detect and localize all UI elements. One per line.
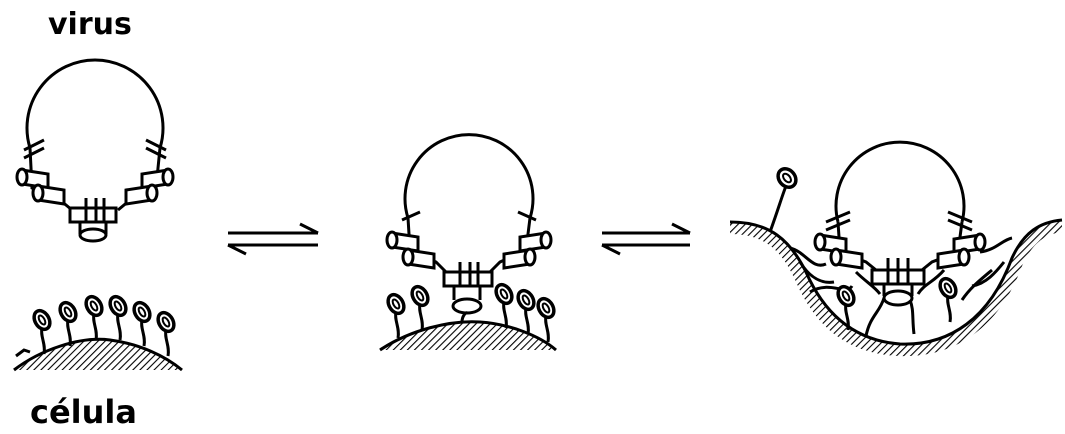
free-virus [17, 60, 173, 241]
bound-cell-surface [380, 282, 557, 350]
reversible-arrow-1 [228, 224, 318, 254]
bound-virus [387, 135, 551, 313]
invaginated-cell-membrane [730, 220, 1062, 356]
reversible-arrow-2 [602, 224, 690, 254]
engulfed-virus [815, 142, 985, 305]
free-cell-surface [14, 294, 182, 370]
